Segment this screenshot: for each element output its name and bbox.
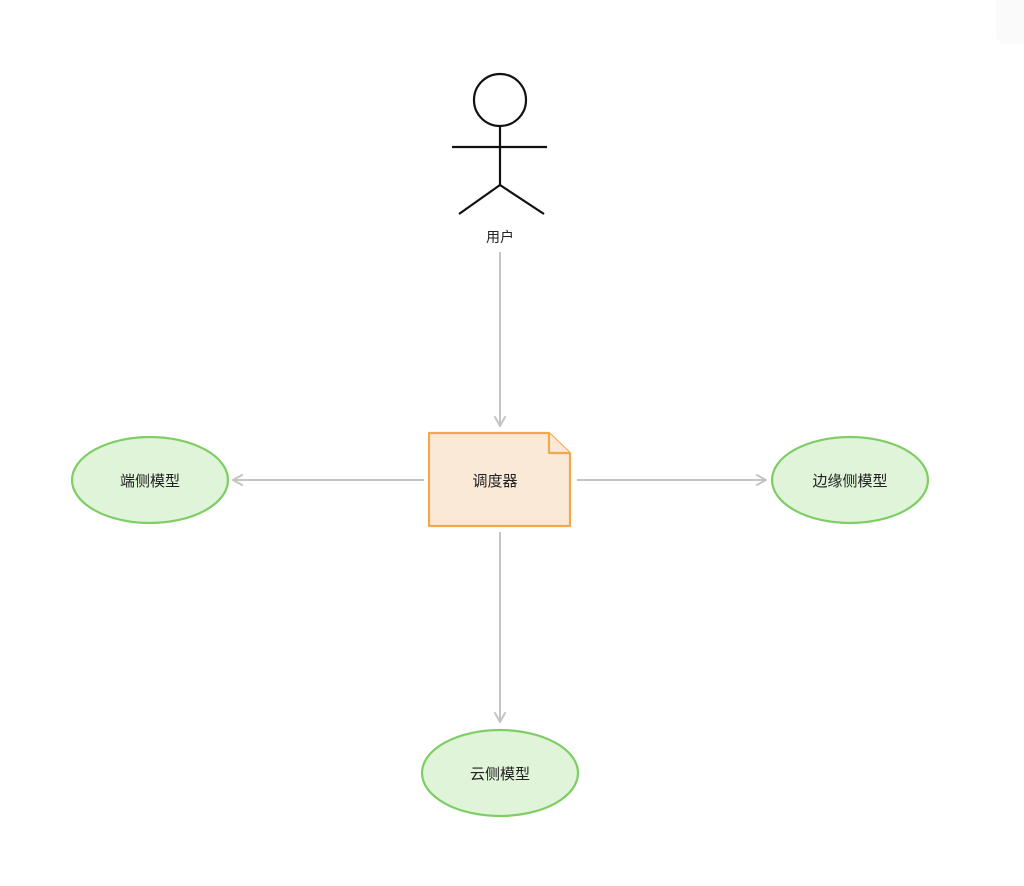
edge-model-label: 边缘侧模型 bbox=[812, 472, 887, 490]
actor-right-leg bbox=[499, 184, 545, 215]
scheduler-folded-corner bbox=[547, 433, 570, 455]
user-actor[interactable]: 用户 bbox=[452, 72, 547, 246]
device-model-node[interactable]: 端侧模型 bbox=[70, 435, 230, 525]
actor-head bbox=[472, 72, 528, 128]
corner-decoration bbox=[996, 0, 1024, 44]
cloud-model-shape bbox=[420, 728, 580, 818]
actor-left-leg bbox=[458, 184, 501, 215]
cloud-model-node[interactable]: 云侧模型 bbox=[420, 728, 580, 818]
scheduler-shape bbox=[427, 431, 572, 528]
device-model-shape bbox=[70, 435, 230, 525]
edge-model-node[interactable]: 边缘侧模型 bbox=[770, 435, 930, 525]
scheduler-label: 调度器 bbox=[472, 472, 517, 490]
user-label: 用户 bbox=[486, 229, 514, 246]
device-model-label: 端侧模型 bbox=[120, 472, 180, 490]
cloud-model-label: 云侧模型 bbox=[470, 765, 530, 783]
scheduler-node[interactable]: 调度器 bbox=[427, 431, 572, 528]
edge-model-shape bbox=[770, 435, 930, 525]
